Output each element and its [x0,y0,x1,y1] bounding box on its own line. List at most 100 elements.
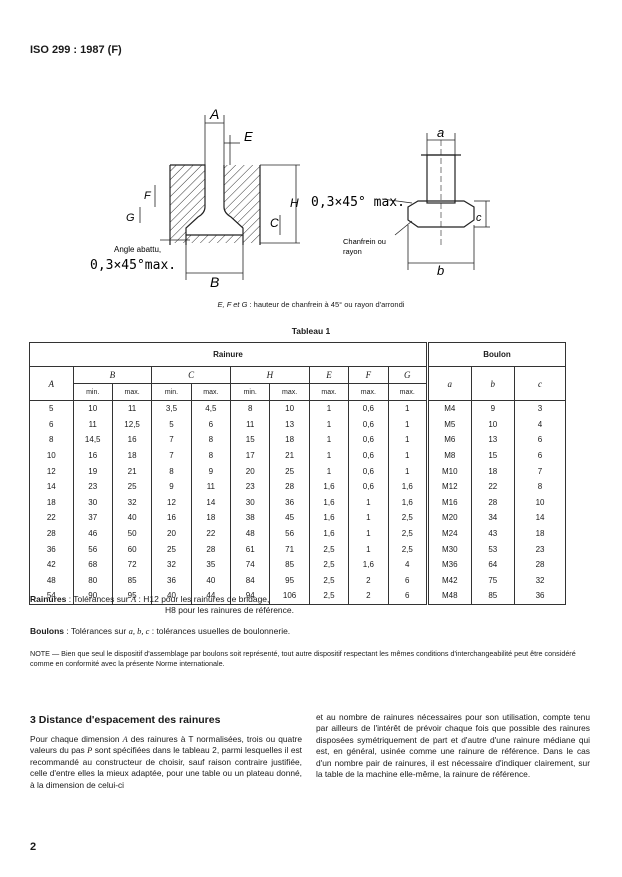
table-cell: M10 [426,463,472,479]
tslot-section [169,164,261,245]
fig-angle-label: Angle abattu, [114,245,161,254]
table-cell: 22 [29,510,74,526]
caption-text: : hauteur de chanfrein à 45° ou rayon d'… [247,300,405,309]
table-cell: 1 [348,541,389,557]
table-cell: 2,5 [308,588,350,605]
col-H: H [230,366,310,384]
table-cell: 1,6 [308,510,350,526]
table-cell: 74 [230,556,271,573]
table-cell: M48 [426,588,472,605]
table-cell: 1 [308,463,350,479]
table-cell: 15 [230,432,271,448]
table-cell: 25 [111,478,153,495]
table-cell: 22 [470,478,516,495]
table-cell: 84 [230,572,271,589]
table-cell: 0,6 [348,478,389,495]
table-cell: 35 [190,556,232,573]
table-cell: 18 [470,463,516,479]
table-cell: 1 [387,399,429,417]
rainures-note-line2: H8 pour les rainures de référence. [165,605,294,615]
rainures-text: : Tolérances sur [66,594,131,604]
table-cell: 6 [29,416,74,433]
table-cell: 28 [514,556,566,573]
table-cell: M5 [426,416,472,433]
table-cell: 16 [72,447,113,464]
table-cell: 3 [514,399,566,417]
subhead-min: min. [72,383,113,401]
table-cell: 6 [514,447,566,464]
table-cell: 1 [348,494,389,511]
table-cell: 7 [151,447,192,464]
bolt-drawing [407,140,475,245]
table-cell: 53 [470,541,516,557]
table-cell: 45 [269,510,310,526]
table-cell: 0,6 [348,399,389,417]
dimension-table: Rainure Boulon A B C H E F G a b c min. … [29,342,566,605]
table-cell: 16 [151,510,192,526]
fig-label-F: F [144,190,152,202]
table-cell: 7 [514,463,566,479]
table-cell: 0,6 [348,432,389,448]
table-cell: 18 [111,447,153,464]
table-cell: 0,6 [348,447,389,464]
table-cell: 15 [470,447,516,464]
table-cell: 68 [72,556,113,573]
table-title: Tableau 1 [291,326,331,336]
table-cell: 56 [72,541,113,557]
col-C: C [151,366,232,384]
table-cell: 8 [514,478,566,495]
fig-label-C: C [270,216,279,230]
document-header: ISO 299 : 1987 (F) [30,44,122,56]
table-cell: 4 [387,556,429,573]
table-cell: 1 [387,416,429,433]
table-cell: 10 [29,447,74,464]
table-cell: 1,6 [387,478,429,495]
table-cell: 3,5 [151,399,192,417]
table-cell: 32 [111,494,153,511]
table-cell: 11 [230,416,271,433]
table-cell: 38 [230,510,271,526]
table-cell: 6 [387,588,429,605]
subhead-max: max. [387,383,429,401]
table-cell: 2 [348,588,389,605]
table-cell: 12 [151,494,192,511]
table-cell: 18 [514,525,566,542]
table-cell: 50 [111,525,153,542]
table-cell: 85 [470,588,516,605]
table-cell: M16 [426,494,472,511]
table-cell: 1 [308,416,350,433]
col-A: A [29,366,74,401]
fig-label-B: B [210,274,219,290]
table-cell: 60 [111,541,153,557]
boulons-abc: a, b, c [128,626,150,636]
table-cell: 72 [111,556,153,573]
table-cell: 9 [151,478,192,495]
table-cell: 0,6 [348,416,389,433]
table-cell: M42 [426,572,472,589]
table-cell: 11 [111,399,153,417]
table-cell: 30 [230,494,271,511]
table-cell: 4 [514,416,566,433]
table-cell: 12,5 [111,416,153,433]
boulons-note: Boulons : Tolérances sur a, b, c : tolér… [30,626,290,636]
subhead-max: max. [269,383,310,401]
fig-label-b: b [437,263,444,278]
table-cell: 1,6 [308,494,350,511]
table-cell: 10 [514,494,566,511]
table-cell: 40 [111,510,153,526]
table-cell: 36 [514,588,566,605]
table-cell: 1,6 [308,525,350,542]
table-cell: 8 [190,447,232,464]
table-cell: 1,6 [387,494,429,511]
caption-letters: E, F et G [217,300,248,309]
table-cell: 20 [230,463,271,479]
table-cell: 71 [269,541,310,557]
left-text-2: des rainures à T normalisées, trois ou q… [30,734,302,756]
table-cell: 9 [470,399,516,417]
fig-chamfer-value: 0,3×45° max. [311,195,405,210]
table-cell: 2,5 [308,556,350,573]
